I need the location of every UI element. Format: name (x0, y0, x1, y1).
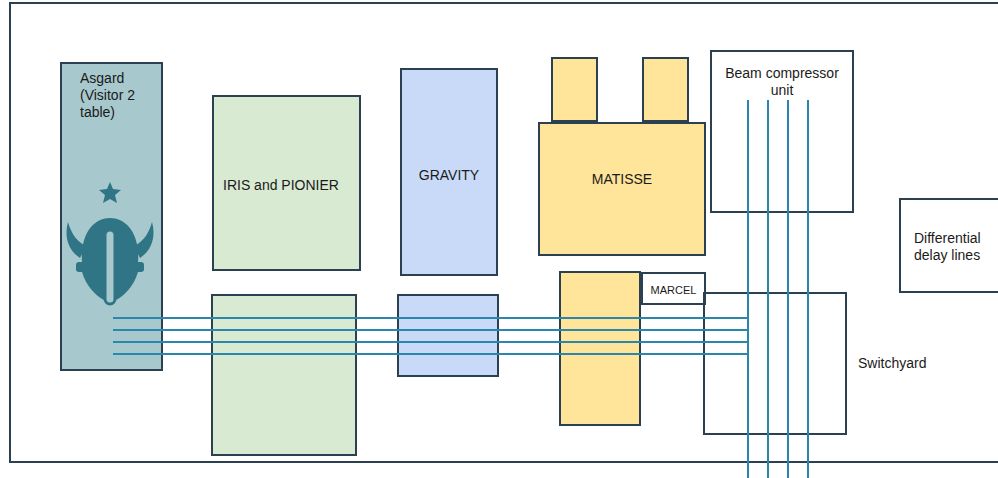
box-label: GRAVITY (419, 167, 479, 184)
instrument-box: IRIS and PIONIER (212, 95, 361, 271)
box-label: MATISSE (592, 171, 652, 188)
instrument-box: GRAVITY (400, 68, 498, 276)
gravity-table-box (398, 295, 498, 376)
beam-line (787, 100, 789, 478)
table-box: Asgard (Visitor 2 table) (60, 62, 163, 371)
helmet-cheek (82, 272, 104, 300)
beam-line (113, 353, 748, 355)
beam-line (113, 341, 748, 343)
beam-line (767, 100, 769, 478)
beam-line (747, 100, 749, 478)
box-label: Asgard (Visitor 2 table) (80, 70, 152, 121)
unit-box: Differential delay lines (899, 198, 998, 293)
star-icon (99, 182, 121, 203)
helmet-dome (82, 218, 138, 262)
iris-table-box (212, 295, 356, 455)
matisse-module (643, 58, 688, 121)
instrument-box: MARCEL (641, 272, 706, 305)
matisse-table-box (560, 272, 640, 425)
beam-line (807, 100, 809, 478)
helmet-nose-guard (105, 230, 115, 304)
box-label: Differential delay lines (914, 230, 994, 264)
helmet-horn (134, 222, 154, 258)
helmet-cheek (116, 272, 138, 300)
unit-box: Beam compressor unit (710, 50, 854, 213)
matisse-module (552, 58, 597, 121)
box-label: IRIS and PIONIER (223, 177, 339, 194)
viking-helmet-icon (67, 182, 154, 304)
box-label: Beam compressor unit (718, 65, 846, 99)
beam-line (113, 317, 748, 319)
box-label: Switchyard (858, 355, 926, 372)
instrument-box: MATISSE (538, 122, 706, 256)
beam-lines (113, 100, 808, 478)
helmet-horn (67, 222, 87, 258)
box-label: MARCEL (651, 282, 697, 299)
unit-box: Switchyard (703, 292, 847, 435)
beam-line (113, 329, 748, 331)
helmet-brim (76, 262, 144, 272)
room-outline (10, 3, 998, 462)
